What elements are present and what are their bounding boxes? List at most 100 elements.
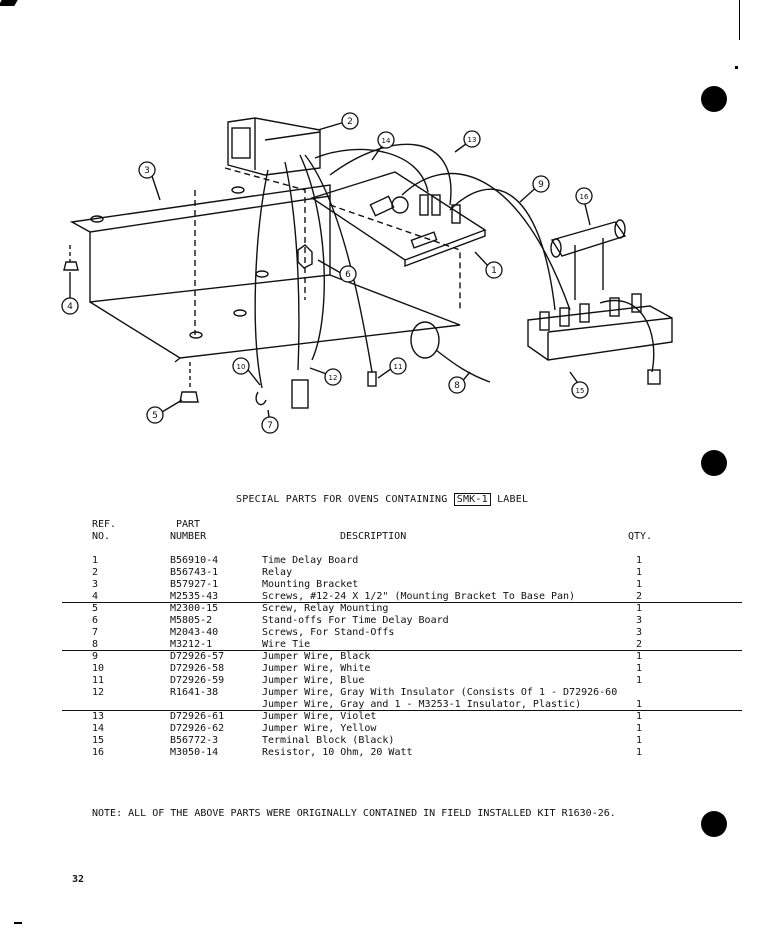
row-description: Mounting Bracket <box>262 579 359 590</box>
exploded-parts-diagram: 2 14 13 9 16 3 1 4 6 5 10 12 11 8 15 7 <box>61 112 673 434</box>
row-part-number: M2535-43 <box>170 591 219 602</box>
callout-5: 5 <box>146 406 164 424</box>
callout-3: 3 <box>138 161 156 179</box>
row-description: Relay <box>262 567 293 578</box>
row-qty: 3 <box>636 627 643 638</box>
svg-text:14: 14 <box>382 137 391 145</box>
row-description: Screws, For Stand-Offs <box>262 627 395 638</box>
binder-hole-top <box>701 86 727 112</box>
binder-hole-bottom <box>701 811 727 837</box>
heading-suffix: LABEL <box>497 494 529 505</box>
svg-text:3: 3 <box>144 166 150 176</box>
callout-10: 10 <box>232 357 250 375</box>
row-part-number: B57927-1 <box>170 579 219 590</box>
row-ref-no: 11 <box>92 675 105 686</box>
row-qty: 2 <box>636 591 643 602</box>
row-qty: 1 <box>636 747 643 758</box>
row-qty: 2 <box>636 639 643 650</box>
table-row: Jumper Wire, Gray and 1 - M3253-1 Insula… <box>0 699 773 711</box>
row-ref-no: 5 <box>92 603 99 614</box>
scan-mark-bottom <box>14 922 22 924</box>
row-qty: 1 <box>636 567 643 578</box>
row-ref-no: 13 <box>92 711 105 722</box>
callout-4: 4 <box>61 297 79 315</box>
row-part-number: M3050-14 <box>170 747 219 758</box>
row-description: Jumper Wire, Gray and 1 - M3253-1 Insula… <box>262 699 582 710</box>
row-part-number: D72926-58 <box>170 663 225 674</box>
svg-text:2: 2 <box>347 117 353 127</box>
callout-6: 6 <box>339 265 357 283</box>
heading-label-box: SMK-1 <box>453 493 491 506</box>
table-row: 2 B56743-1 Relay 1 <box>0 567 773 579</box>
kit-note: NOTE: ALL OF THE ABOVE PARTS WERE ORIGIN… <box>92 808 616 819</box>
callout-1: 1 <box>485 261 503 279</box>
scan-mark-edge <box>739 0 740 40</box>
row-ref-no: 12 <box>92 687 105 698</box>
callout-13: 13 <box>463 130 481 148</box>
row-qty: 1 <box>636 579 643 590</box>
header-ref-line2: NO. <box>92 531 111 542</box>
row-ref-no: 4 <box>92 591 99 602</box>
row-part-number: D72926-61 <box>170 711 225 722</box>
row-ref-no: 1 <box>92 555 99 566</box>
row-part-number: B56743-1 <box>170 567 219 578</box>
row-part-number: M2300-15 <box>170 603 219 614</box>
row-ref-no: 6 <box>92 615 99 626</box>
group-divider-3 <box>62 710 742 711</box>
callout-12: 12 <box>324 368 342 386</box>
group-divider-1 <box>62 602 742 603</box>
row-part-number: R1641-38 <box>170 687 219 698</box>
row-qty: 1 <box>636 675 643 686</box>
binder-hole-middle <box>701 450 727 476</box>
row-description: Screw, Relay Mounting <box>262 603 389 614</box>
row-ref-no: 7 <box>92 627 99 638</box>
row-ref-no: 3 <box>92 579 99 590</box>
header-part-line2: NUMBER <box>170 531 207 542</box>
row-qty: 1 <box>636 651 643 662</box>
row-part-number: M3212-1 <box>170 639 213 650</box>
svg-text:13: 13 <box>468 136 477 144</box>
row-part-number: D72926-62 <box>170 723 225 734</box>
row-qty: 3 <box>636 615 643 626</box>
row-description: Time Delay Board <box>262 555 359 566</box>
group-divider-2 <box>62 650 742 651</box>
callout-2: 2 <box>341 112 359 130</box>
table-heading: SPECIAL PARTS FOR OVENS CONTAINING SMK-1… <box>236 493 529 506</box>
page-number: 32 <box>72 874 85 885</box>
svg-text:5: 5 <box>152 411 158 421</box>
header-part-line1: PART <box>176 519 201 530</box>
row-qty: 1 <box>636 711 643 722</box>
svg-text:6: 6 <box>345 270 351 280</box>
row-qty: 1 <box>636 699 643 710</box>
row-ref-no: 2 <box>92 567 99 578</box>
row-part-number: D72926-59 <box>170 675 225 686</box>
row-description: Wire Tie <box>262 639 311 650</box>
row-description: Terminal Block (Black) <box>262 735 395 746</box>
svg-text:12: 12 <box>329 374 338 382</box>
svg-text:8: 8 <box>454 381 460 391</box>
row-description: Jumper Wire, Black <box>262 651 371 662</box>
row-qty: 1 <box>636 735 643 746</box>
row-qty: 1 <box>636 663 643 674</box>
row-description: Jumper Wire, Gray With Insulator (Consis… <box>262 687 618 698</box>
svg-text:11: 11 <box>394 363 403 371</box>
row-ref-no: 14 <box>92 723 105 734</box>
table-row: 3 B57927-1 Mounting Bracket 1 <box>0 579 773 591</box>
heading-prefix: SPECIAL PARTS FOR OVENS CONTAINING <box>236 494 448 505</box>
row-part-number: D72926-57 <box>170 651 225 662</box>
callout-11: 11 <box>389 357 407 375</box>
svg-text:4: 4 <box>67 302 73 312</box>
row-description: Jumper Wire, White <box>262 663 371 674</box>
callout-8: 8 <box>448 376 466 394</box>
svg-text:16: 16 <box>580 193 589 201</box>
header-part-number: PART NUMBER <box>170 519 206 543</box>
svg-text:9: 9 <box>538 180 544 190</box>
